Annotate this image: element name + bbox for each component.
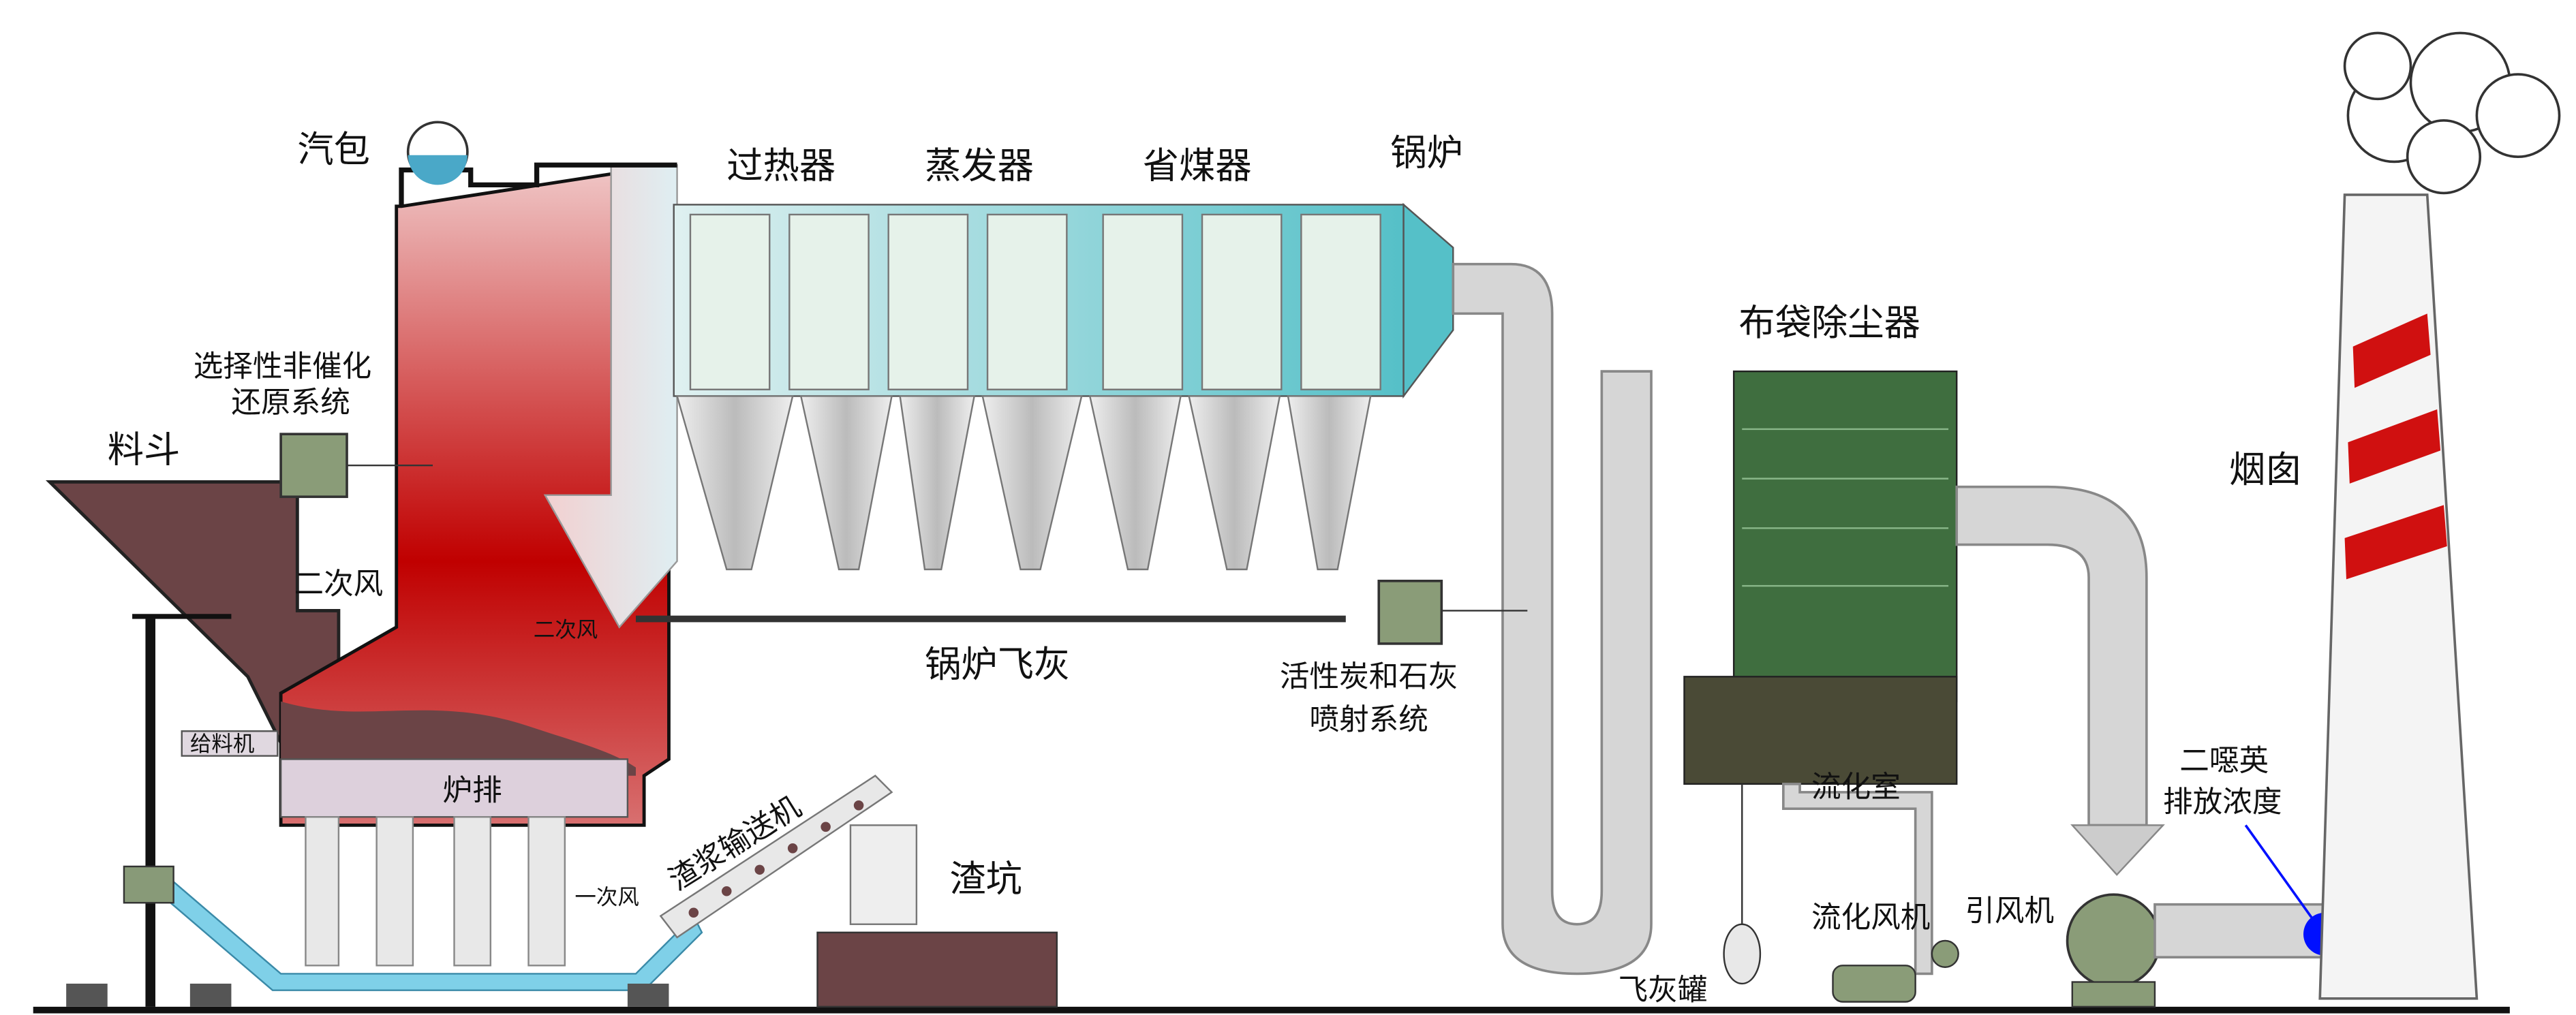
label-superheater: 过热器 bbox=[726, 145, 835, 187]
label-sncr-1: 选择性非催化 bbox=[194, 349, 372, 384]
chimney-stripes bbox=[2344, 313, 2447, 580]
label-injection-1: 活性炭和石灰 bbox=[1280, 660, 1458, 694]
label-grate: 炉排 bbox=[443, 774, 502, 808]
label-economizer: 省煤器 bbox=[1143, 145, 1252, 187]
support-beam bbox=[132, 614, 232, 619]
bag-filter-bottom bbox=[1683, 676, 1958, 785]
label-secondary-air-small: 二次风 bbox=[534, 618, 598, 642]
support-column bbox=[145, 619, 155, 1007]
boiler-outlet bbox=[1402, 202, 1454, 399]
label-feeder: 给料机 bbox=[190, 732, 254, 756]
label-sncr-2: 还原系统 bbox=[231, 386, 350, 420]
grate bbox=[279, 758, 629, 818]
label-steam-drum: 汽包 bbox=[297, 128, 370, 170]
conveyor-beads bbox=[688, 800, 864, 918]
induced-draft-fan bbox=[2066, 893, 2162, 988]
label-hopper: 料斗 bbox=[108, 428, 181, 471]
smoke-cloud bbox=[2343, 31, 2561, 195]
furnace-roof bbox=[399, 162, 677, 206]
fly-ash-tank bbox=[1723, 923, 1762, 985]
label-primary-air: 一次风 bbox=[574, 886, 639, 910]
fluidizing-fan-motor bbox=[1931, 939, 1959, 968]
injection-unit bbox=[1377, 579, 1443, 645]
tube-banks bbox=[689, 213, 1381, 390]
slag-pit bbox=[816, 931, 1058, 1008]
label-fluidizing-fan: 流化风机 bbox=[1811, 901, 1930, 935]
fly-ash-line bbox=[636, 615, 1346, 623]
ash-bed bbox=[281, 701, 637, 776]
bag-filter-top bbox=[1732, 370, 1958, 702]
label-evaporator: 蒸发器 bbox=[925, 145, 1034, 187]
fluidizing-fan bbox=[1832, 965, 1916, 1003]
label-fly-ash-tank: 飞灰罐 bbox=[1619, 973, 1708, 1008]
slag-chute bbox=[849, 824, 918, 925]
filter-ribs bbox=[1742, 428, 1949, 587]
label-dioxin-2: 排放浓度 bbox=[2163, 785, 2282, 819]
steam-drum-water bbox=[408, 155, 467, 185]
ground-line bbox=[33, 1006, 2510, 1014]
sncr-unit bbox=[279, 433, 348, 499]
label-fluidizing-chamber: 流化室 bbox=[1811, 770, 1901, 805]
label-injection-2: 喷射系统 bbox=[1309, 703, 1428, 737]
base-feet bbox=[66, 983, 669, 1007]
flue-duct bbox=[1452, 262, 1653, 975]
id-fan-base bbox=[2071, 981, 2156, 1008]
slag-water-trough bbox=[155, 873, 703, 991]
fluidizing-duct bbox=[1782, 782, 1933, 975]
label-boiler-fly-ash: 锅炉飞灰 bbox=[925, 643, 1070, 685]
label-boiler: 锅炉 bbox=[1390, 131, 1463, 174]
slag-conveyor bbox=[659, 775, 893, 939]
label-dioxin-1: 二噁英 bbox=[2179, 744, 2269, 778]
label-bag-filter: 布袋除尘器 bbox=[1738, 302, 1920, 344]
sensor-pointer bbox=[2244, 824, 2313, 919]
outlet-duct bbox=[1955, 485, 2148, 827]
label-secondary-air: 二次风 bbox=[294, 567, 383, 602]
label-induced-draft-fan: 引风机 bbox=[1965, 894, 2054, 928]
feeder bbox=[181, 730, 279, 757]
label-chimney: 烟囱 bbox=[2229, 448, 2302, 490]
down-arrow bbox=[2070, 824, 2165, 876]
label-slag-pit: 渣坑 bbox=[949, 858, 1022, 900]
chimney bbox=[2318, 193, 2479, 1000]
ash-hoppers bbox=[675, 395, 1372, 571]
primary-air-ducts bbox=[305, 816, 566, 967]
trough-motor bbox=[123, 865, 174, 904]
